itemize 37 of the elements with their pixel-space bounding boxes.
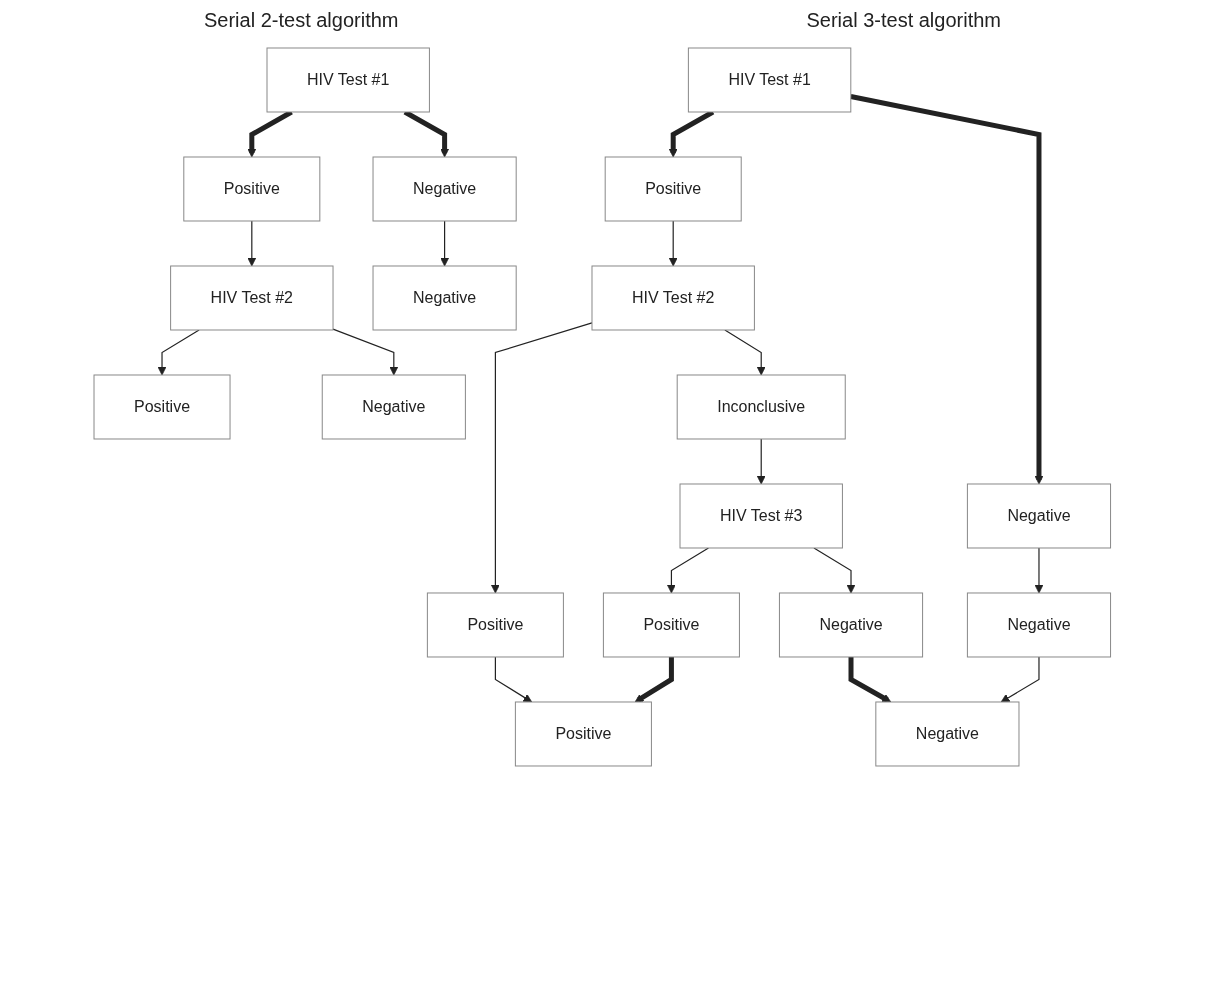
arrow: [813, 547, 856, 594]
arrow: [757, 438, 766, 485]
arrow: [495, 656, 533, 703]
node-box: Negative: [372, 156, 517, 222]
node-box: HIV Test #1: [688, 47, 852, 113]
arrow: [667, 547, 710, 594]
arrow: [1001, 656, 1040, 703]
arrow: [247, 220, 257, 267]
arrow: [848, 657, 892, 703]
node-box: Negative: [875, 701, 1020, 767]
arrow: [440, 220, 450, 267]
node-box: Negative: [967, 592, 1112, 658]
node-box: Negative: [967, 483, 1112, 549]
arrow: [724, 329, 766, 376]
diagram-heading: Serial 3-test algorithm: [806, 8, 1001, 32]
arrow: [491, 322, 593, 594]
arrow: [669, 220, 678, 267]
arrow: [332, 328, 399, 376]
node-box: Positive: [93, 374, 231, 440]
arrow: [157, 329, 200, 376]
node-box: HIV Test #1: [266, 47, 431, 113]
node-box: Positive: [604, 156, 742, 222]
node-box: HIV Test #2: [170, 265, 334, 331]
node-box: Negative: [779, 592, 924, 658]
node-box: HIV Test #2: [591, 265, 756, 331]
diagram-heading: Serial 2-test algorithm: [204, 8, 399, 32]
node-box: Negative: [321, 374, 467, 440]
node-box: Positive: [603, 592, 741, 658]
arrow: [1034, 547, 1044, 594]
arrow: [634, 657, 675, 703]
node-box: HIV Test #3: [679, 483, 844, 549]
node-box: Positive: [183, 156, 321, 222]
node-box: Positive: [515, 701, 653, 767]
node-box: Inconclusive: [676, 374, 846, 440]
arrow: [850, 93, 1044, 485]
node-box: Positive: [427, 592, 565, 658]
node-box: Negative: [372, 265, 517, 331]
